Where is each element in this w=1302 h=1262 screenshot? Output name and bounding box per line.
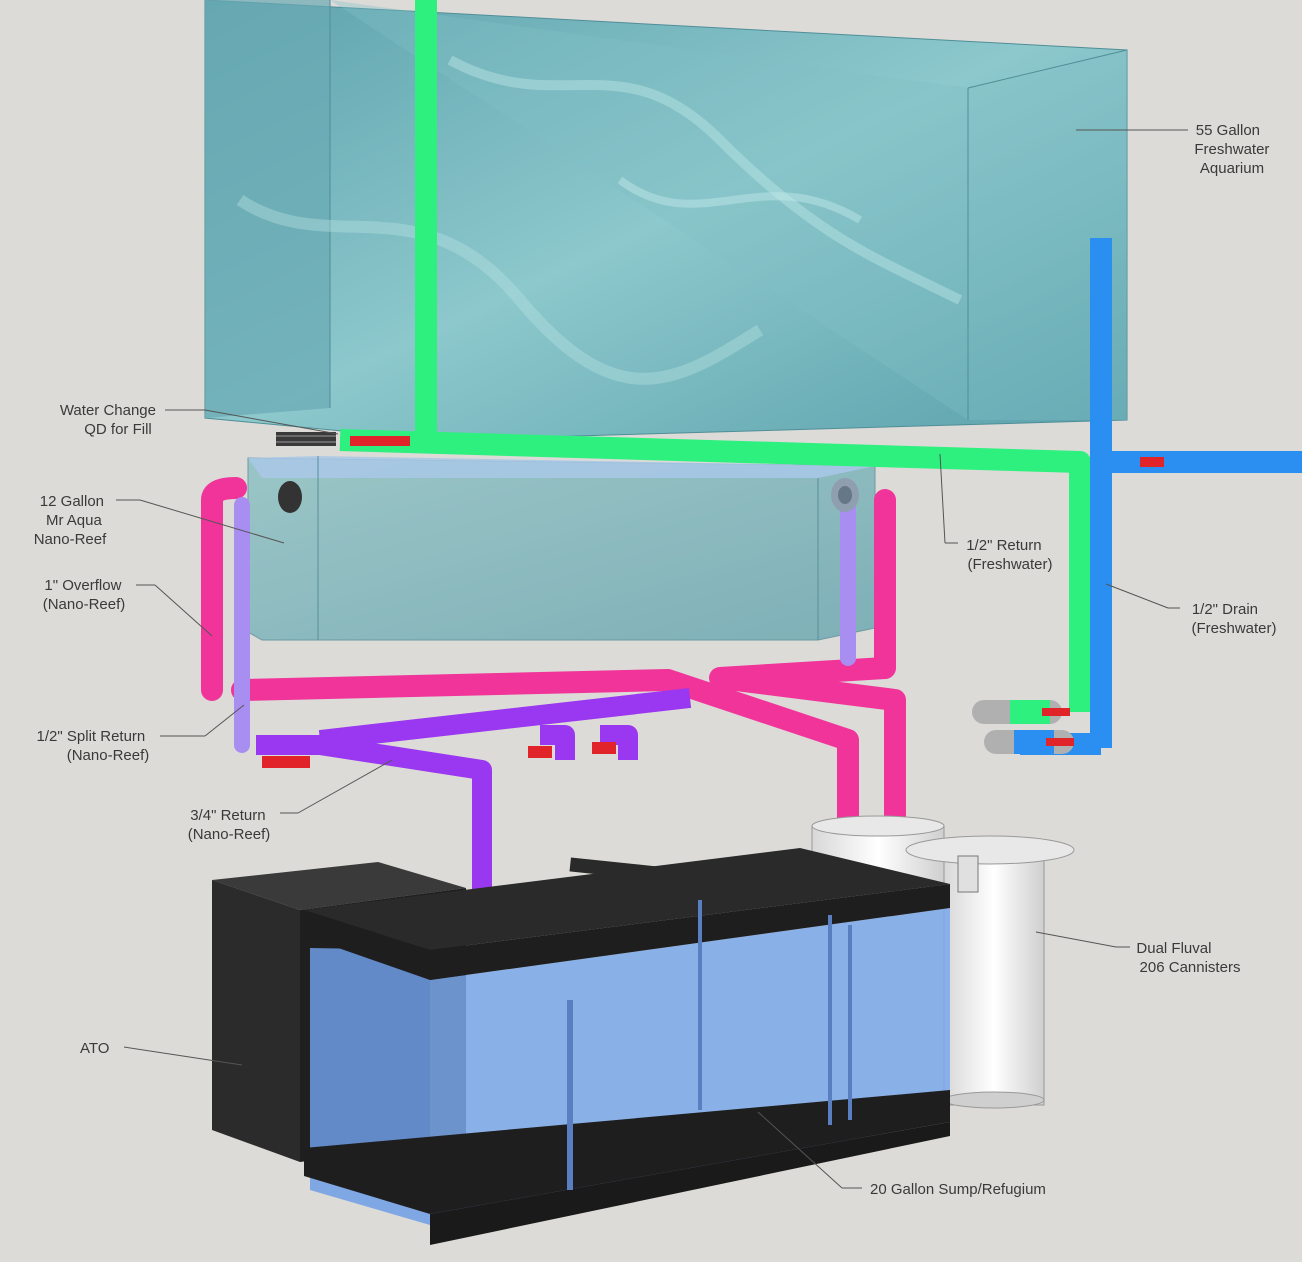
split-return-pipe bbox=[234, 487, 856, 753]
valve-icon[interactable] bbox=[592, 742, 616, 754]
freshwater-return-pipe bbox=[339, 0, 1091, 712]
fluval-canisters bbox=[811, 815, 1075, 1109]
bulkhead-icon bbox=[278, 478, 859, 513]
label-aquarium-55: 55 Gallon Freshwater Aquarium bbox=[1194, 122, 1273, 177]
label-nano-reef: 12 Gallon Mr Aqua Nano-Reef bbox=[34, 493, 108, 548]
label-canisters: Dual Fluval 206 Cannisters bbox=[1136, 940, 1240, 976]
label-water-change: Water Change QD for Fill bbox=[60, 402, 160, 438]
callout-leaders bbox=[116, 129, 1188, 1189]
valve-icon[interactable] bbox=[262, 756, 310, 768]
sump-refugium bbox=[304, 848, 950, 1245]
label-drain-12-fw: 1/2" Drain (Freshwater) bbox=[1191, 601, 1276, 637]
overflow-pipe bbox=[201, 477, 906, 891]
drain-valve-icon[interactable] bbox=[1140, 457, 1164, 467]
label-sump: 20 Gallon Sump/Refugium bbox=[870, 1181, 1046, 1198]
valve-icon[interactable] bbox=[528, 746, 552, 758]
label-ato: ATO bbox=[80, 1040, 109, 1057]
label-overflow: 1" Overflow (Nano-Reef) bbox=[43, 577, 126, 613]
canister-manifold bbox=[972, 700, 1074, 754]
return-pipe-34 bbox=[256, 688, 692, 900]
label-return-34: 3/4" Return (Nano-Reef) bbox=[188, 807, 271, 843]
nano-reef-tank-12 bbox=[247, 456, 876, 641]
label-split-return: 1/2" Split Return (Nano-Reef) bbox=[37, 728, 150, 764]
label-return-12-fw: 1/2" Return (Freshwater) bbox=[966, 537, 1052, 573]
quick-disconnect-icon bbox=[276, 432, 336, 446]
freshwater-aquarium-55 bbox=[204, 0, 1128, 441]
water-change-valve-icon[interactable] bbox=[350, 436, 410, 446]
